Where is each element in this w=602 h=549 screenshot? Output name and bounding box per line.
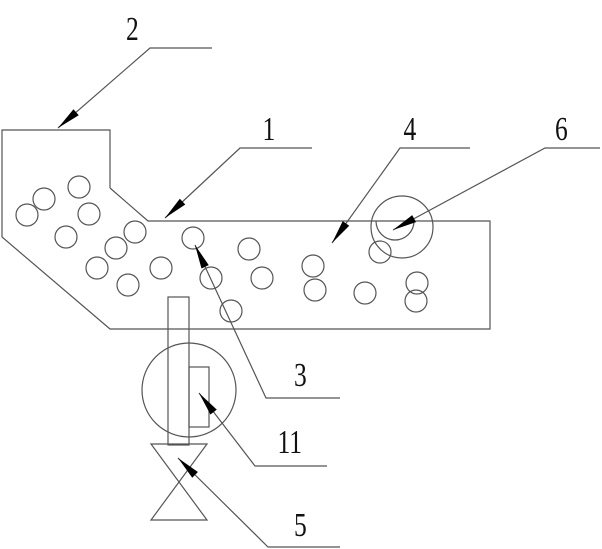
- arrowhead-icon: [393, 215, 417, 230]
- label-5: 5: [294, 505, 307, 543]
- ball: [54, 225, 78, 249]
- arrowhead-icon: [178, 458, 198, 478]
- component-6-outer-circle: [370, 195, 434, 259]
- ball: [404, 289, 428, 313]
- ball: [116, 273, 140, 297]
- ball: [237, 237, 261, 261]
- arrowhead-icon: [165, 198, 186, 218]
- valve: [149, 443, 209, 521]
- ball: [181, 226, 205, 250]
- ball: [301, 254, 325, 278]
- ball: [199, 266, 223, 290]
- ball: [368, 240, 392, 264]
- ball: [67, 175, 91, 199]
- label-2: 2: [126, 9, 139, 47]
- arrowhead-icon: [332, 221, 350, 243]
- leader-line-11: [198, 392, 327, 467]
- leader-line-4: [331, 147, 470, 244]
- arrowhead-icon: [199, 393, 217, 415]
- arrowhead-icon: [195, 245, 209, 269]
- pump-circle: [141, 342, 237, 438]
- pump-element-11: [188, 366, 210, 428]
- label-11: 11: [278, 422, 303, 460]
- leader-line-6: [392, 147, 600, 231]
- pipe: [167, 296, 190, 446]
- leader-line-1: [164, 147, 312, 219]
- label-1: 1: [263, 109, 276, 147]
- leader-line-5: [177, 457, 340, 548]
- ball: [123, 220, 147, 244]
- ball: [353, 281, 377, 305]
- leader-line-3: [194, 244, 340, 399]
- ball: [15, 203, 39, 227]
- label-4: 4: [404, 109, 417, 147]
- vessel-outline: [1, 129, 491, 330]
- ball: [77, 202, 101, 226]
- ball: [104, 236, 128, 260]
- arrowhead-icon: [58, 109, 79, 128]
- label-3: 3: [294, 355, 307, 393]
- ball: [85, 256, 109, 280]
- label-6: 6: [555, 109, 568, 147]
- ball: [219, 299, 243, 323]
- ball: [149, 256, 173, 280]
- leader-lines: [57, 47, 600, 548]
- ball: [32, 187, 56, 211]
- component-6-inner-arc: [375, 220, 415, 241]
- ball: [250, 266, 274, 290]
- balls-group: [15, 175, 429, 323]
- ball: [303, 278, 327, 302]
- leader-line-2: [57, 47, 212, 129]
- ball: [405, 271, 429, 295]
